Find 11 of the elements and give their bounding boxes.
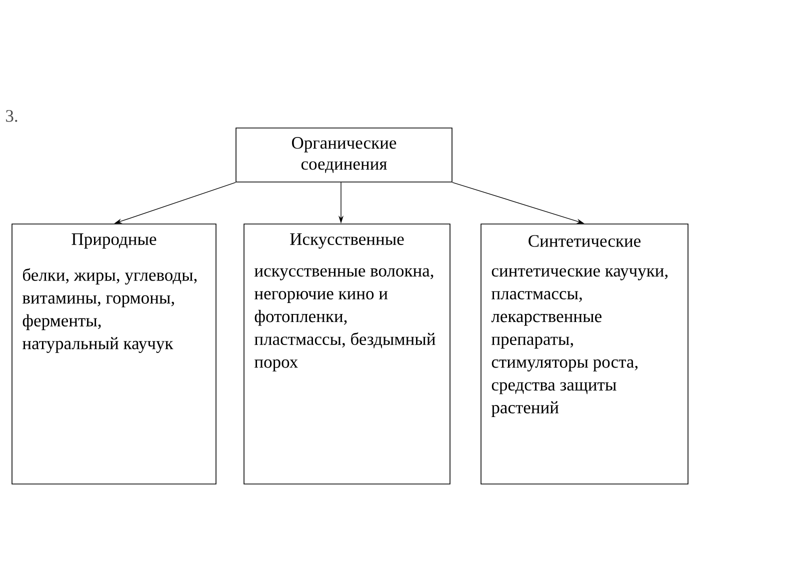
concept-box: Органические соединения (236, 128, 452, 182)
box-text: искусственные волокна, негорючие кино и фотопленки, пластмассы, бездымный порох (254, 268, 436, 372)
box-text: белки, жиры, углеводы, витамины, гормоны, ферменты, натуральный каучук (22, 268, 197, 353)
box-heading: Синтетические (528, 235, 640, 247)
box-heading: Искусственные (290, 233, 404, 249)
category-box (244, 224, 450, 484)
category-box (12, 224, 216, 484)
exercise-number: 3. (6, 110, 18, 122)
box-heading: Природные (72, 233, 156, 249)
box-text: синтетические каучуки, пластмассы, лекарственные препараты, стимуляторы роста, средства защиты растений (491, 268, 668, 417)
category-box (480, 224, 688, 484)
